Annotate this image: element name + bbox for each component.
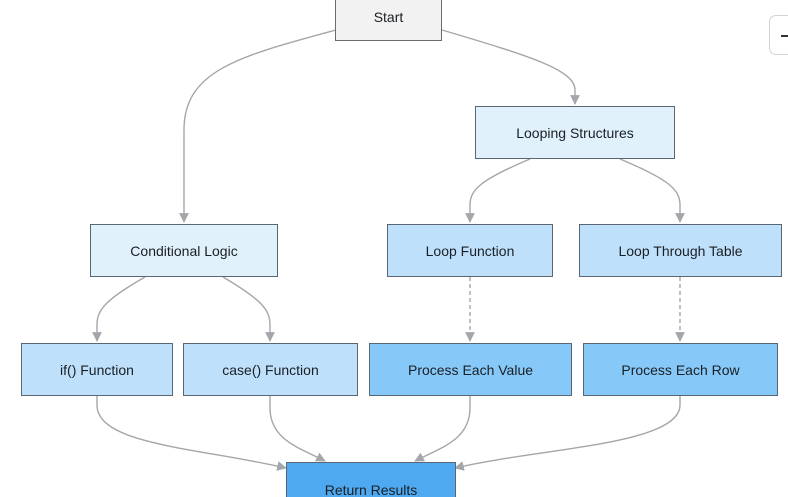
node-conditional-logic-label: Conditional Logic [130,242,238,259]
node-loop-function[interactable]: Loop Function [387,224,553,277]
zoom-out-button[interactable] [769,15,788,55]
edge-if-function-to-return-results [96,396,287,471]
edge-process-each-row-to-return-results [454,396,681,471]
edge-conditional-to-case-function [222,276,275,342]
edge-process-each-value-to-return-results [414,396,471,462]
edge-looping-to-loop-function [465,158,531,223]
node-process-each-value[interactable]: Process Each Value [369,343,572,396]
node-return-results-label: Return Results [324,482,418,497]
node-return-results[interactable]: Return Results [286,462,456,497]
node-conditional-logic[interactable]: Conditional Logic [90,224,278,277]
edge-conditional-to-if-function [92,276,146,342]
minus-icon [781,35,788,37]
node-process-each-row-label: Process Each Row [621,361,740,378]
node-case-function-label: case() Function [222,361,319,378]
node-loop-function-label: Loop Function [425,242,515,259]
node-looping-structures-label: Looping Structures [516,124,634,141]
node-process-each-value-label: Process Each Value [407,361,534,378]
node-if-function[interactable]: if() Function [21,343,173,396]
node-loop-through-table-label: Loop Through Table [618,242,743,259]
node-start[interactable]: Start [335,0,442,41]
edge-start-to-looping-structures [441,29,580,105]
edge-case-function-to-return-results [269,396,326,462]
node-start-label: Start [373,8,404,25]
node-loop-through-table[interactable]: Loop Through Table [579,224,782,277]
node-looping-structures[interactable]: Looping Structures [475,106,675,159]
node-case-function[interactable]: case() Function [183,343,358,396]
edge-start-to-conditional-logic [179,29,337,223]
edge-looping-to-loop-through-table [619,158,685,223]
node-process-each-row[interactable]: Process Each Row [583,343,778,396]
node-if-function-label: if() Function [60,361,134,378]
